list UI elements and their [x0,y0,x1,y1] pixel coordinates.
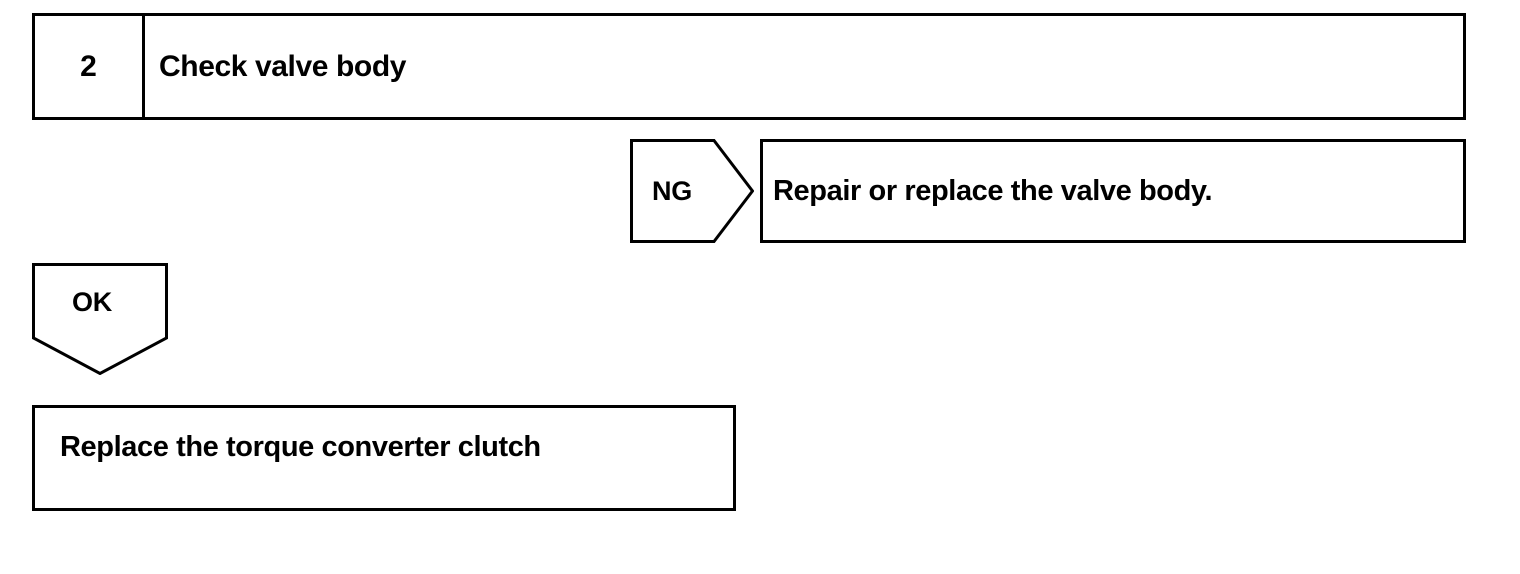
step-title: Check valve body [159,49,407,83]
step-number: 2 [80,49,97,83]
branch-ng: NG [630,139,754,243]
ng-arrow-icon [630,139,754,243]
ng-result-text: Repair or replace the valve body. [773,174,1213,207]
step-number-cell: 2 [35,16,145,117]
branch-ok-label: OK [72,286,112,317]
final-action-box: Replace the torque converter clutch [32,405,736,511]
step-row: 2 Check valve body [32,13,1466,120]
ok-arrow-icon [32,263,168,375]
ng-result-box: Repair or replace the valve body. [760,139,1466,243]
final-action-text: Replace the torque converter clutch [60,431,541,463]
branch-ng-label: NG [652,175,692,206]
branch-ok: OK [32,263,168,375]
step-title-cell: Check valve body [145,16,1463,117]
